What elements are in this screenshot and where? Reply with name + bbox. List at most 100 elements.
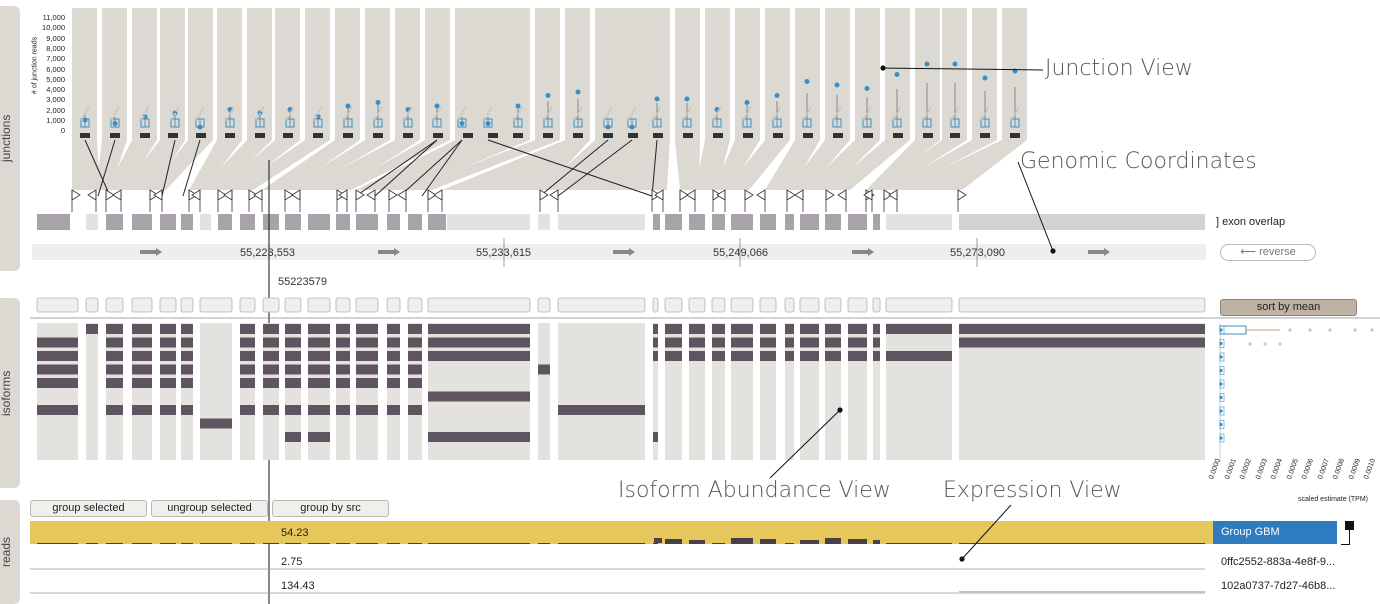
junction-connector-line [97, 139, 116, 197]
isoform-exon-header [847, 297, 868, 313]
isoform-exon-present [106, 337, 123, 348]
junction-sample-dot [225, 118, 229, 122]
junction-connector-line [539, 139, 609, 197]
junction-sample-dot [682, 118, 686, 122]
junction-sample-dot [629, 115, 632, 119]
junction-sample-dot [953, 112, 957, 116]
junction-donor-marker [255, 133, 265, 138]
junction-sample-dot [460, 112, 464, 116]
junction-sample-dot [744, 115, 747, 119]
group-selected-button[interactable]: group selected [30, 500, 147, 517]
junction-column-bg [713, 8, 760, 190]
isoform-exon-present [285, 324, 301, 334]
junction-sample-dot [176, 106, 180, 110]
junction-sample-dot [486, 112, 490, 116]
junction-donor-marker [893, 133, 903, 138]
group-gbm-badge[interactable]: Group GBM [1213, 521, 1337, 544]
exon-overlap-label: ] exon overlap [1216, 216, 1286, 228]
isoform-exon-present [873, 351, 880, 361]
group-by-src-button[interactable]: group by src [272, 500, 389, 517]
junction-sample-dot [712, 118, 716, 122]
junction-box [682, 118, 692, 128]
sort-by-mean-button[interactable]: sort by mean [1220, 299, 1357, 316]
exon-block [825, 214, 841, 230]
isoform-exon-present [848, 351, 867, 361]
junction-sample-dot [805, 112, 809, 116]
exon-block [181, 214, 193, 230]
junction-mean-dot [654, 96, 660, 102]
junction-sample-dot [230, 109, 233, 113]
ungroup-selected-button[interactable]: ungroup selected [151, 500, 268, 517]
junction-sample-dot [654, 115, 657, 119]
junctions-section-tab[interactable]: junctions [0, 6, 20, 271]
junction-donor-marker [110, 133, 120, 138]
junction-flags [71, 189, 967, 212]
strand-toggle-button[interactable]: ⟵ reverse [1220, 244, 1316, 261]
junction-sample-dot [483, 118, 487, 122]
exon-block [886, 214, 952, 230]
coord-label-2: 55,233,615 [476, 247, 532, 259]
junction-mean-dot [515, 103, 521, 109]
junction-donor-marker [225, 133, 235, 138]
reads-coverage-bar [825, 538, 841, 543]
isoform-exon-present [356, 405, 378, 415]
junction-box [483, 118, 493, 128]
junction-sample-dot [804, 115, 807, 119]
expression-box [1219, 352, 1225, 362]
isoform-exon-present [263, 337, 279, 348]
junction-donor-marker [803, 133, 813, 138]
junction-sample-dot [956, 106, 960, 110]
isoform-exon-present [37, 351, 78, 361]
exon-block [653, 214, 660, 230]
exon-block [689, 214, 705, 230]
junction-flag-marker [87, 189, 97, 201]
reads-row-selected-bg [30, 521, 1213, 544]
junction-column-bg [442, 8, 590, 190]
junction-sample-dot [462, 109, 465, 113]
junction-donor-marker [313, 133, 323, 138]
junction-sample-dot [257, 115, 260, 119]
junction-box [1010, 118, 1020, 128]
junction-donor-marker [140, 133, 150, 138]
strand-direction-arrow [852, 248, 874, 256]
group-collapse-handle[interactable] [1345, 521, 1354, 530]
junction-flag-marker [153, 189, 163, 201]
junction-donor-marker [373, 133, 383, 138]
junction-axis-tick: 7,000 [46, 54, 65, 64]
junction-donor-marker [433, 133, 443, 138]
isoform-exon-present [356, 324, 378, 334]
junction-sample-dot [864, 115, 867, 119]
junction-sample-dot [922, 118, 926, 122]
junction-column-bg [803, 8, 880, 190]
cursor-position-label: 55223579 [278, 276, 327, 288]
expression-sample-dot [1248, 342, 1252, 346]
junction-box [432, 118, 442, 128]
exon-block [665, 214, 682, 230]
junction-column-bg [300, 8, 420, 190]
junction-sample-dot [285, 118, 289, 122]
isoform-exon-present [37, 378, 78, 388]
reads-section-tab[interactable]: reads [0, 500, 20, 604]
junction-mean-dot [197, 124, 203, 130]
junction-panels [72, 8, 1027, 190]
isoforms-section-tab[interactable]: isoforms [0, 298, 20, 488]
annotation-pointer [1017, 161, 1054, 252]
junction-sample-dot [924, 115, 927, 119]
isoform-exon-present [285, 337, 301, 348]
junction-sample-dot [197, 115, 200, 119]
junction-connector-line [557, 139, 633, 197]
junction-mean-dot [485, 121, 491, 126]
exon-block [800, 214, 819, 230]
isoform-exon-present [387, 337, 400, 348]
junction-axis-tick: 11,000 [42, 13, 65, 22]
isoform-grid [37, 323, 1205, 460]
isoform-exon-present [356, 337, 378, 348]
junction-flag-marker [549, 189, 559, 201]
junction-axis-tick: 0 [60, 126, 65, 136]
isoform-exon-present [160, 378, 176, 388]
junction-sample-dot [201, 106, 205, 110]
expression-box [1219, 406, 1225, 416]
isoform-exon-present [37, 364, 78, 375]
isoform-exon-present [689, 351, 705, 361]
junction-sample-dot [288, 112, 292, 116]
